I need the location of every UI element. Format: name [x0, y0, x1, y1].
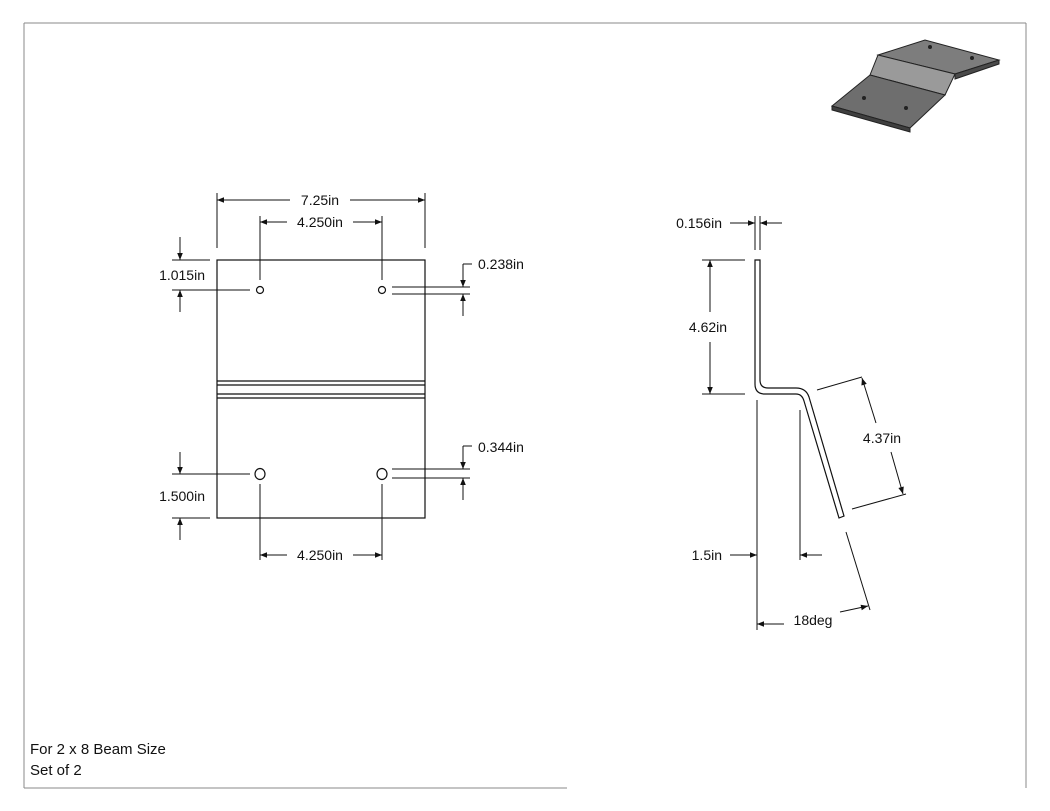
top-left-hole: [255, 285, 265, 295]
bottom-hole-offset-label: 1.500in: [159, 488, 205, 504]
side-view: 0.156in 4.62in 4.37in 1.5in 18deg: [676, 215, 907, 630]
bottom-right-hole: [376, 467, 388, 481]
note-quantity: Set of 2: [30, 762, 82, 779]
top-hole-diameter-label: 0.238in: [478, 256, 524, 272]
top-hole-offset-label: 1.015in: [159, 267, 205, 283]
bottom-hole-spacing-label: 4.250in: [297, 547, 343, 563]
bottom-hole-diameter-label: 0.344in: [478, 439, 524, 455]
bracket-plate-outline: [216, 259, 426, 519]
top-right-hole: [377, 285, 387, 295]
note-beam-size: For 2 x 8 Beam Size: [30, 741, 166, 758]
isometric-view: [830, 39, 1001, 133]
top-hole-spacing-label: 4.250in: [297, 214, 343, 230]
angle-label: 18deg: [794, 612, 833, 628]
overall-width-label: 7.25in: [301, 192, 339, 208]
offset-label: 1.5in: [692, 547, 722, 563]
sheet-frame: [23, 22, 1027, 789]
front-view: 7.25in 4.250in 1.015in 0.238in 0.344in 1: [159, 192, 524, 563]
bottom-left-hole: [254, 467, 266, 481]
bracket-profile: [754, 259, 845, 519]
lower-leg-length-label: 4.37in: [863, 430, 901, 446]
upper-leg-length-label: 4.62in: [689, 319, 727, 335]
notes: For 2 x 8 Beam Size Set of 2: [30, 741, 166, 779]
thickness-label: 0.156in: [676, 215, 722, 231]
